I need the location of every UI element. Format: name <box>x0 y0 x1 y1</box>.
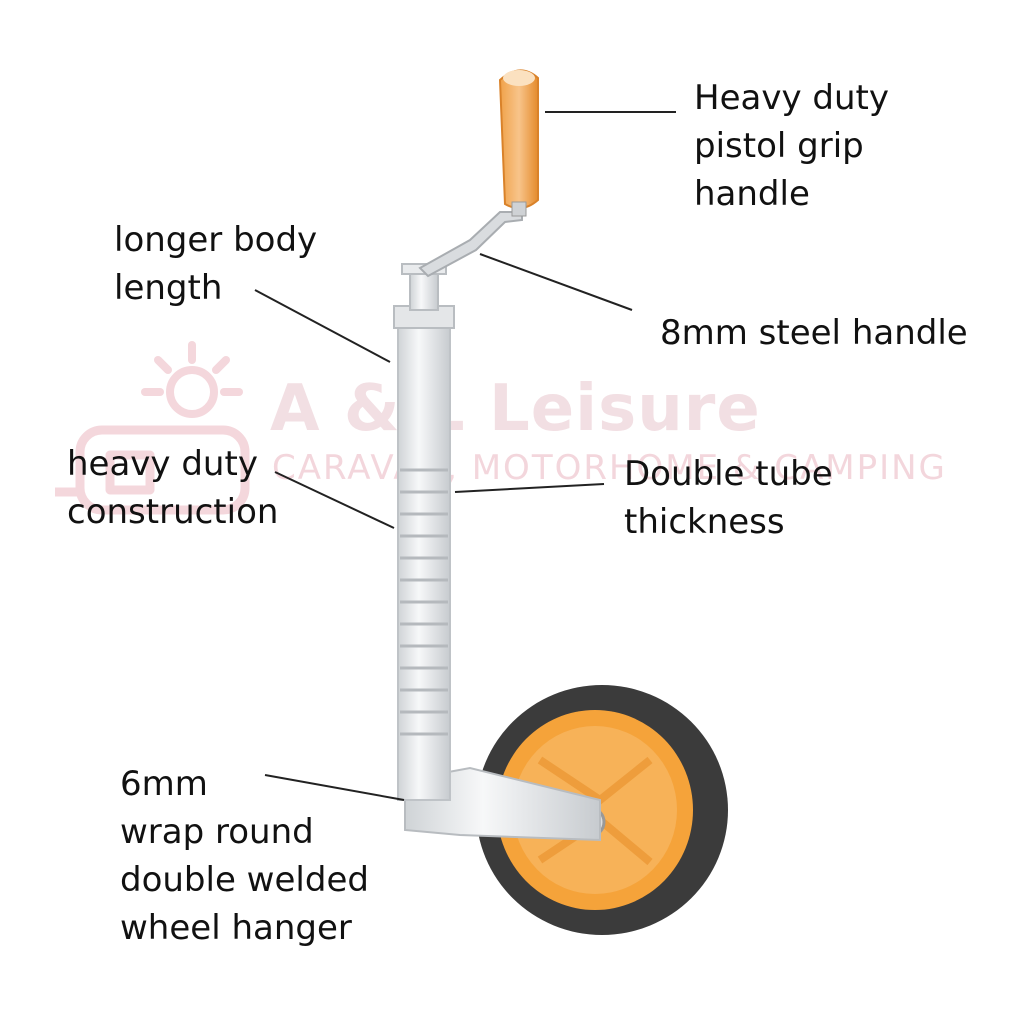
callout-hanger-line: wheel hanger <box>120 908 352 948</box>
steel-leader <box>479 253 633 311</box>
callout-tube-line: Double tube <box>624 454 833 494</box>
callout-hanger-line: wrap round <box>120 812 314 852</box>
callout-construction: heavy duty construction <box>67 440 278 536</box>
tube-ribs <box>400 468 448 736</box>
callout-tube-thickness: Double tube thickness <box>624 450 833 546</box>
callout-construction-line: heavy duty <box>67 444 258 484</box>
callout-grip-line: Heavy duty <box>694 78 889 118</box>
caravan-icon <box>55 425 250 515</box>
spindle <box>409 269 439 311</box>
wheel-hanger <box>404 766 601 842</box>
wheel <box>476 685 728 935</box>
callout-hanger-line: double welded <box>120 860 369 900</box>
callout-construction-line: construction <box>67 492 279 532</box>
callout-body-line: length <box>114 268 223 308</box>
callout-steel-handle: 8mm steel handle <box>660 309 968 357</box>
main-tube <box>397 309 451 801</box>
callout-body-length: longer body length <box>114 216 317 312</box>
callout-hanger-line: 6mm <box>120 764 208 804</box>
tube-leader <box>454 483 605 493</box>
callout-body-line: longer body <box>114 220 318 260</box>
callout-grip-line: handle <box>694 174 810 214</box>
callout-tube-line: thickness <box>624 502 785 542</box>
construction-leader <box>274 471 395 529</box>
callout-grip-line: pistol grip <box>694 126 864 166</box>
hanger-leader <box>264 774 405 801</box>
callout-grip: Heavy duty pistol grip handle <box>694 74 889 218</box>
watermark-title: A & L Leisure <box>270 372 761 446</box>
sun-icon <box>141 341 243 418</box>
callout-wheel-hanger: 6mm wrap round double welded wheel hange… <box>120 760 369 952</box>
steel-crank-handle <box>418 211 523 278</box>
body-leader <box>254 289 391 363</box>
callout-steel-line: 8mm steel handle <box>660 313 968 353</box>
pistol-grip <box>498 69 539 210</box>
watermark-subtitle: CARAVAN, MOTORHOME & CAMPING <box>272 448 947 488</box>
callout-lines <box>254 111 676 801</box>
